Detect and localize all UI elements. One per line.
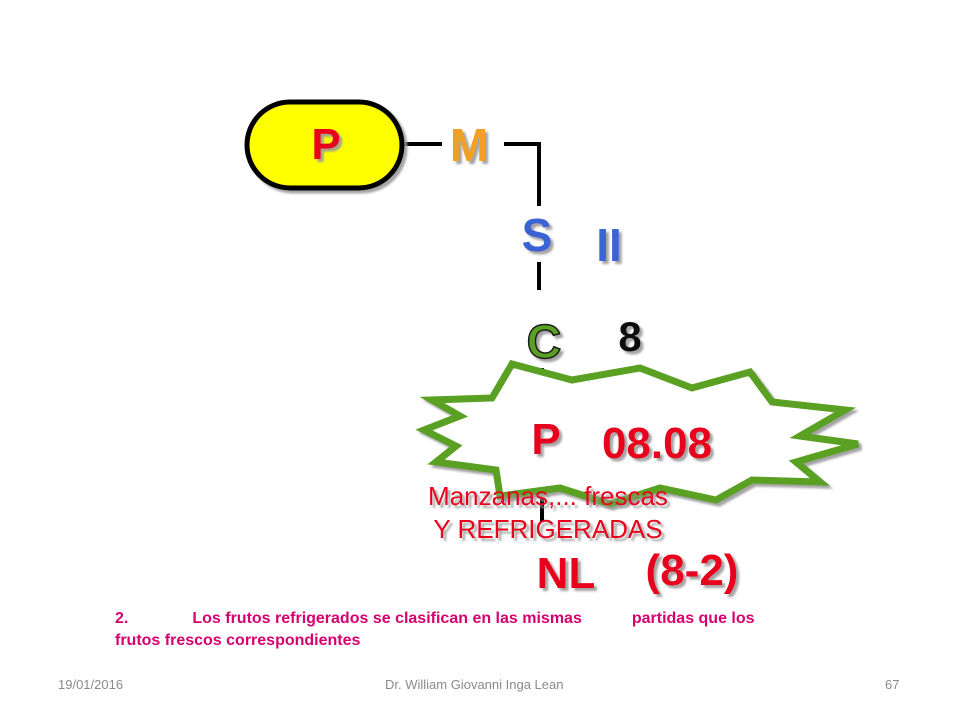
node-s: S	[522, 209, 553, 261]
note-reference: (8-2)	[646, 546, 739, 595]
footer-author: Dr. William Giovanni Inga Lean	[385, 677, 564, 692]
product-label-line2: Y REFRIGERADAS	[433, 514, 662, 544]
start-capsule	[244, 99, 405, 191]
node-c: C	[527, 316, 562, 369]
footer-page-number: 67	[885, 677, 900, 692]
footnote-text-part1: Los frutos refrigerados se clasifican en…	[192, 610, 582, 627]
footnote: 2. Los frutos refrigerados se clasifican …	[115, 608, 875, 652]
footnote-text-part2: partidas que los	[631, 610, 755, 627]
footnote-text-line2: frutos frescos correspondientes	[115, 632, 361, 649]
node-eight: 8	[618, 313, 641, 360]
node-p-burst: P	[531, 415, 560, 464]
node-roman-numeral: II	[596, 219, 622, 271]
burst-shape	[415, 359, 859, 508]
tariff-code: 08.08	[602, 419, 712, 468]
node-nl: NL	[537, 549, 596, 598]
node-p-top: P	[311, 120, 340, 169]
footer-date: 19/01/2016	[58, 677, 124, 692]
node-m: M	[450, 119, 488, 171]
connector-m-s	[504, 142, 541, 206]
footnote-number: 2.	[115, 610, 129, 627]
product-label-line1: Manzanas,... frescas	[428, 481, 668, 511]
